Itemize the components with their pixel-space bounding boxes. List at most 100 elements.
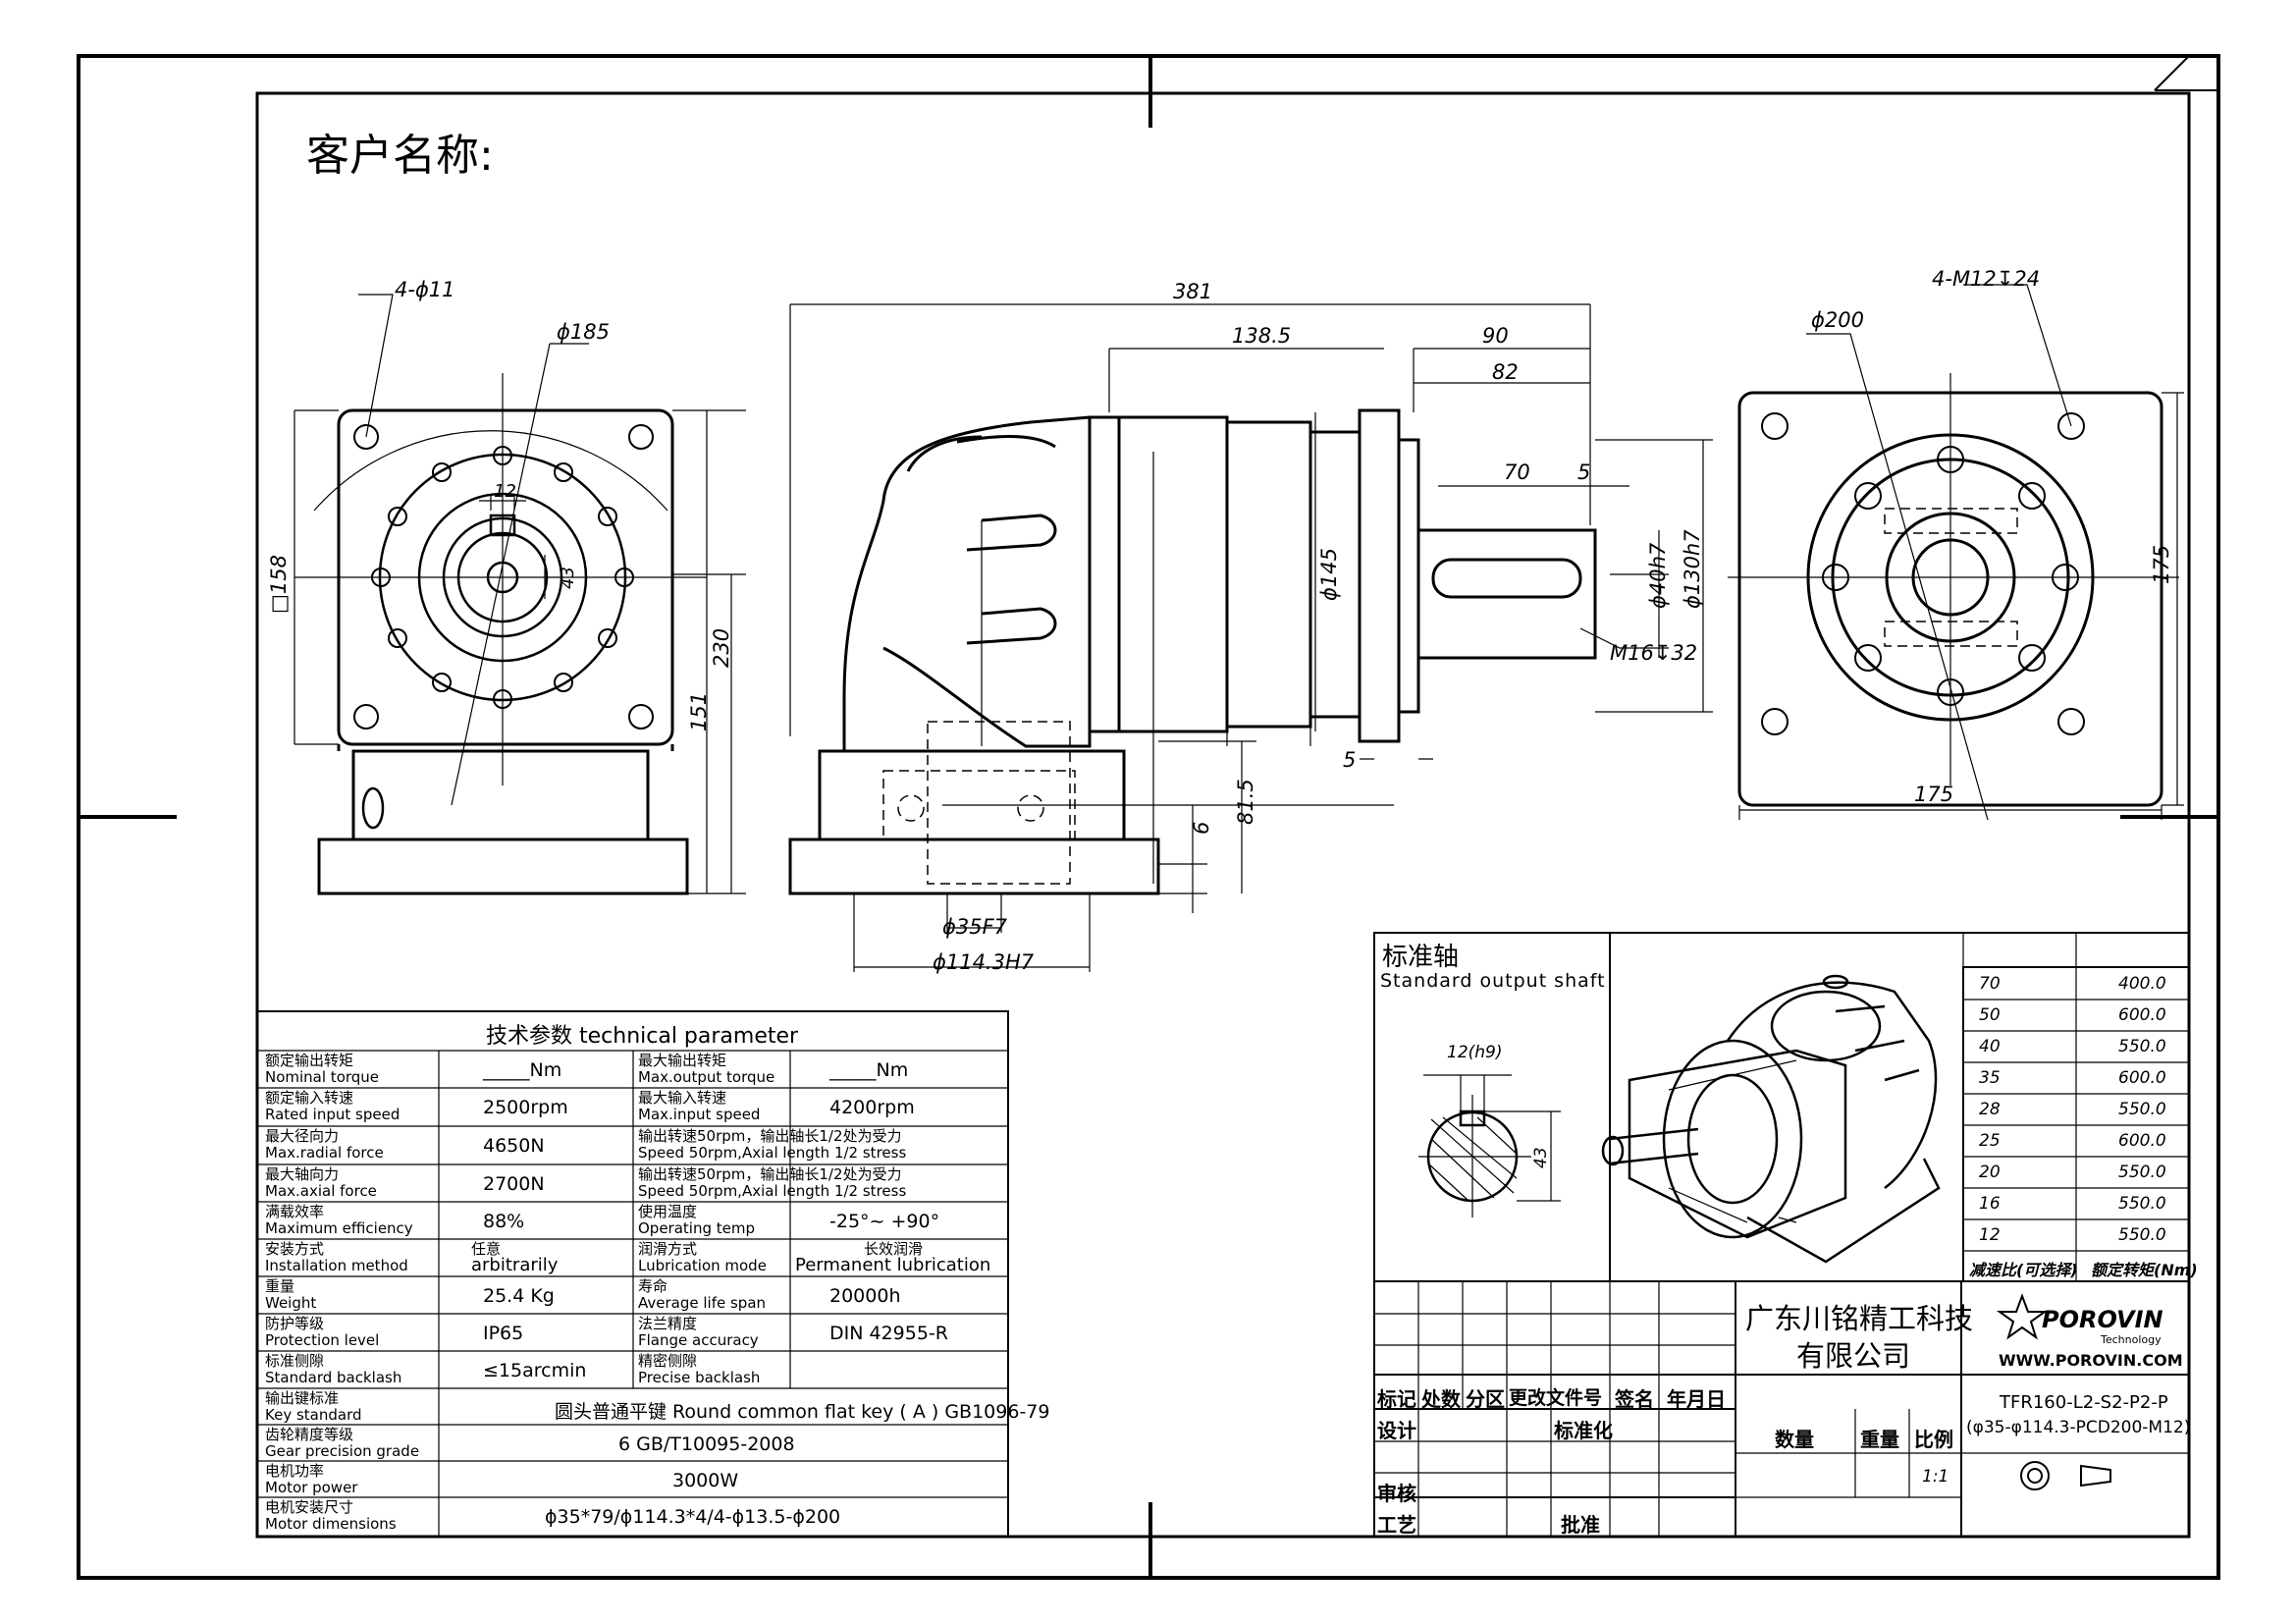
dim-phi40h7: ϕ40h7 [1646, 542, 1670, 609]
torque-value: 600.0 [2118, 1131, 2166, 1151]
company-name-line1: 广东川铭精工科技 [1745, 1302, 1974, 1335]
tech-label-en: Average life span [638, 1294, 767, 1312]
dim-width-175: 175 [1914, 783, 1954, 806]
tb-zone: 分区 [1466, 1387, 1505, 1411]
tech-label-cn: 最大输出转矩 [638, 1052, 727, 1069]
model-line1: TFR160-L2-S2-P2-P [2000, 1392, 2168, 1413]
tech-wide-label-en: Key standard [265, 1406, 362, 1424]
torque-value: 550.0 [2118, 1100, 2166, 1119]
ratio-value: 50 [1979, 1005, 2001, 1025]
tech-value: ≤15arcmin [483, 1360, 587, 1381]
dim-height-151: 151 [687, 691, 711, 731]
shaft-key-dim: 12(h9) [1447, 1043, 1503, 1062]
tech-label-en: Max.axial force [265, 1182, 377, 1200]
tech-label-cn: 标准侧隙 [265, 1352, 325, 1370]
tech-label-cn: 额定输出转矩 [265, 1052, 354, 1069]
logo-subtext: Technology [2101, 1333, 2162, 1346]
tech-value: 2500rpm [483, 1097, 568, 1118]
tb-change-file: 更改文件号 [1509, 1387, 1603, 1409]
tech-label-cn: 法兰精度 [638, 1315, 698, 1332]
tech-wide-value: 3000W [672, 1470, 739, 1491]
tech-label-cn: 输出转速50rpm，输出轴长1/2处为受力 [638, 1165, 902, 1183]
ratio-value: 12 [1979, 1225, 2001, 1245]
tech-label-en: Precise backlash [638, 1369, 761, 1386]
tech-label-cn: 安装方式 [265, 1240, 325, 1258]
torque-header: 额定转矩(Nm) [2091, 1261, 2198, 1279]
dim-5-bottom: 5 [1343, 748, 1357, 772]
tech-wide-label-cn: 输出键标准 [265, 1389, 340, 1407]
ratio-value: 20 [1979, 1163, 2001, 1182]
dim-phi200: ϕ200 [1811, 308, 1864, 332]
ratio-header: 减速比(可选择) [1969, 1261, 2078, 1279]
dim-m12-tapped: 4-M12↧24 [1932, 267, 2041, 291]
tech-value: 2700N [483, 1173, 545, 1195]
tech-label-en: Operating temp [638, 1219, 756, 1237]
dim-square: □158 [267, 555, 291, 614]
tech-label-en: Nominal torque [265, 1068, 380, 1086]
tech-label-cn: 额定输入转速 [265, 1089, 354, 1107]
ratio-value: 40 [1979, 1037, 2001, 1056]
model-line2: (φ35-φ114.3-PCD200-M12) [1966, 1418, 2191, 1437]
tech-label-cn: 最大轴向力 [265, 1165, 340, 1183]
shaft-height-dim: 43 [1531, 1147, 1551, 1168]
tech-wide-value: 6 GB/T10095-2008 [618, 1434, 795, 1455]
dim-phi35f7: ϕ35F7 [942, 915, 1008, 939]
tech-value-cn: 长效润滑 [864, 1240, 924, 1258]
tech-table-title: 技术参数 technical parameter [486, 1024, 799, 1049]
tech-label-en: Maximum efficiency [265, 1219, 413, 1237]
tech-label-en: Rated input speed [265, 1106, 400, 1123]
company-name-line2: 有限公司 [1796, 1339, 1911, 1373]
torque-value: 550.0 [2118, 1163, 2166, 1182]
dim-key-width: 12 [494, 481, 516, 502]
tech-label-en: Speed 50rpm,Axial length 1/2 stress [638, 1182, 907, 1200]
tech-label-en: Protection level [265, 1331, 380, 1349]
dim-m16: M16↧32 [1610, 641, 1698, 665]
shaft-title-en: Standard output shaft [1380, 970, 1606, 992]
dim-key-height: 43 [558, 567, 578, 589]
tech-wide-label-en: Motor power [265, 1479, 358, 1496]
ratio-value: 25 [1979, 1131, 2001, 1151]
tb-standardization: 标准化 [1554, 1419, 1613, 1442]
tb-scale: 比例 [1914, 1428, 1953, 1451]
torque-value: 600.0 [2118, 1068, 2166, 1088]
ratio-value: 70 [1979, 974, 2001, 994]
dim-82: 82 [1492, 360, 1519, 384]
tb-count: 处数 [1421, 1387, 1461, 1411]
tech-label-cn: 满载效率 [265, 1203, 325, 1220]
tech-value: _____Nm [829, 1059, 909, 1081]
tech-wide-value: ϕ35*79/ϕ114.3*4/4-ϕ13.5-ϕ200 [545, 1506, 841, 1528]
dim-phi114-3h7: ϕ114.3H7 [933, 950, 1035, 974]
tb-mark: 标记 [1377, 1387, 1416, 1411]
tech-value: IP65 [483, 1323, 524, 1344]
tech-label-en: Max.output torque [638, 1068, 775, 1086]
ratio-value: 35 [1979, 1068, 2001, 1088]
dim-6: 6 [1190, 821, 1213, 835]
torque-value: 400.0 [2118, 974, 2166, 994]
tech-label-cn: 最大径向力 [265, 1127, 340, 1145]
dim-70: 70 [1504, 460, 1530, 484]
tech-value: Permanent lubrication [795, 1255, 991, 1275]
tech-label-cn: 重量 [265, 1277, 295, 1295]
tech-wide-value: 圆头普通平键 Round common flat key ( A ) GB109… [555, 1401, 1050, 1423]
tech-label-cn: 使用温度 [638, 1203, 698, 1220]
tech-label-cn: 防护等级 [265, 1315, 325, 1332]
tb-approve: 批准 [1561, 1513, 1600, 1537]
tech-wide-label-en: Gear precision grade [265, 1442, 420, 1460]
tech-label-en: Lubrication mode [638, 1257, 767, 1274]
tech-label-cn: 最大输入转速 [638, 1089, 727, 1107]
torque-value: 550.0 [2118, 1037, 2166, 1056]
tb-sign: 签名 [1615, 1387, 1654, 1411]
tb-scale-value: 1:1 [1922, 1467, 1949, 1487]
tb-review: 审核 [1377, 1482, 1416, 1505]
tb-date: 年月日 [1667, 1387, 1726, 1411]
tech-label-en: Flange accuracy [638, 1331, 759, 1349]
dim-hole-pattern-left: 4-ϕ11 [395, 278, 455, 301]
tech-value: DIN 42955-R [829, 1323, 948, 1344]
dim-90: 90 [1482, 324, 1509, 348]
torque-value: 600.0 [2118, 1005, 2166, 1025]
tech-label-en: Speed 50rpm,Axial length 1/2 stress [638, 1144, 907, 1162]
tech-label-en: Standard backlash [265, 1369, 402, 1386]
dim-overall-length: 381 [1173, 280, 1213, 303]
torque-value: 550.0 [2118, 1194, 2166, 1214]
